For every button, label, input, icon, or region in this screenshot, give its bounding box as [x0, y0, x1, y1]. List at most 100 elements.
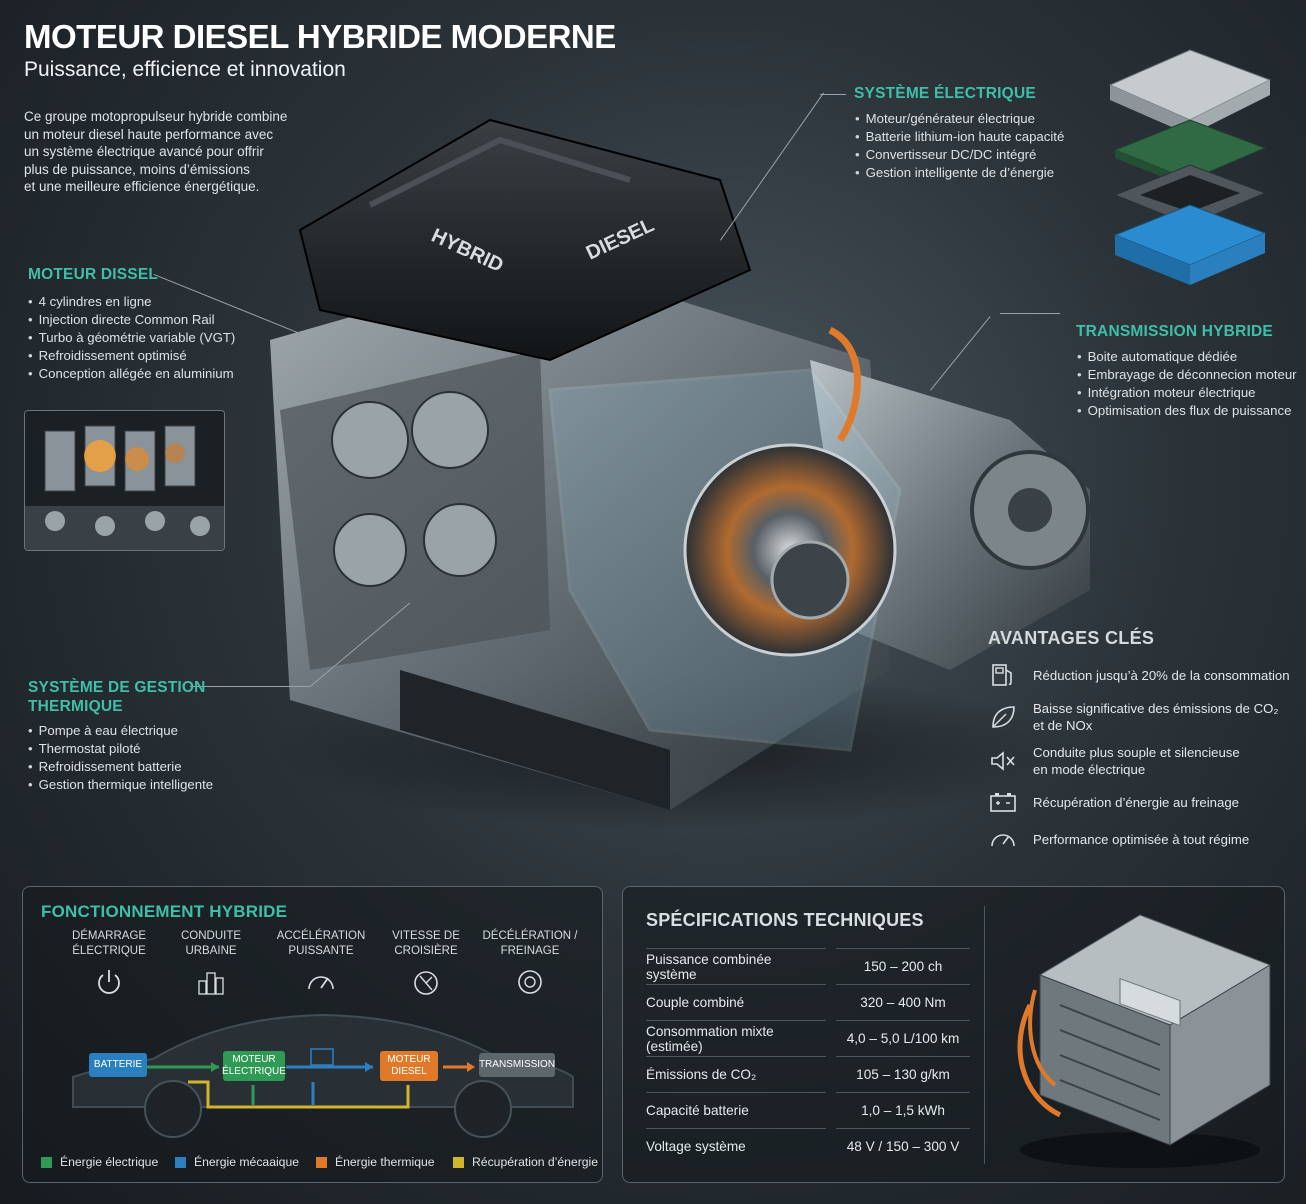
pistons-inset-image [24, 410, 225, 551]
hybrid-operation-title: FONCTIONNEMENT HYBRIDE [41, 902, 288, 921]
intro-line: un système électrique avancé pour offrir [24, 144, 264, 159]
advantage-text: Réduction jusqu’à 20% de la consommation [1033, 667, 1290, 683]
brake-icon [518, 970, 542, 994]
list-item: Conception allégée en aluminium [28, 365, 235, 383]
legend-thermal: Énergie thermique [316, 1155, 435, 1169]
list-item: Refroidissement batterie [28, 758, 213, 776]
legend-label: Énergie mécaaique [194, 1155, 300, 1169]
advantage-text: Baisse significative des émissions de CO… [1033, 701, 1279, 716]
list-item: Injection directe Common Rail [28, 311, 235, 329]
energy-flow-arrows [147, 1048, 475, 1109]
list-item: Refroidissement optimisé [28, 347, 235, 365]
engine-cover [298, 118, 752, 362]
list-item: Boite automatique dédiée [1077, 348, 1297, 366]
car-silhouette [72, 1013, 574, 1138]
advantage-item: Conduite plus souple et silencieuse en mo… [988, 744, 1298, 778]
mode-label: URBAINE [185, 945, 237, 957]
leader-line-electric [820, 94, 846, 95]
advantage-text: Conduite plus souple et silencieuse [1033, 745, 1240, 760]
list-item: Gestion thermique intelligente [28, 776, 213, 794]
advantages-title: AVANTAGES CLÉS [988, 628, 1155, 648]
flow-label: MOTEUR [232, 1054, 276, 1065]
flow-transmission: TRANSMISSION [479, 1053, 555, 1077]
intro-text: Ce groupe motopropulseur hybride combine… [24, 108, 294, 196]
list-item: Thermostat piloté [28, 740, 213, 758]
diesel-feature-list: 4 cylindres en ligne Injection directe C… [28, 293, 236, 383]
spec-value: 4,0 – 5,0 L/100 km [836, 1020, 970, 1056]
legend-swatch [453, 1156, 464, 1168]
mode-label: DÉMARRAGE [71, 930, 147, 942]
speaker-mute-icon [991, 751, 1015, 771]
advantage-text: et de NOx [1033, 718, 1093, 733]
mode-label: PUISSANTE [288, 945, 354, 957]
transmission-hub [1008, 488, 1052, 532]
spec-label: Émissions de CO₂ [646, 1056, 826, 1092]
battery-cells [1113, 204, 1267, 285]
motor-shaft [770, 540, 850, 620]
legend-electric: Énergie électrique [41, 1155, 158, 1169]
legend-swatch [316, 1156, 327, 1168]
list-item: Convertisseur DC/DC intégré [855, 146, 1064, 164]
legend-label: Énergie thermique [335, 1155, 435, 1169]
intro-line: un moteur diesel haute performance avec [24, 126, 274, 142]
spec-value: 150 – 200 ch [836, 948, 970, 984]
page-title: MOTEUR DIESEL HYBRIDE MODERNE [24, 18, 616, 55]
legend-recovery: Récupération d’énergie [453, 1155, 598, 1169]
thermal-feature-list: Pompe à eau électrique Thermostat piloté… [28, 722, 213, 794]
oil-pan [400, 670, 670, 810]
list-item: Gestion intelligente de d’énergie [855, 164, 1064, 182]
legend-label: Énergie électrique [60, 1155, 159, 1169]
leaf-icon [992, 706, 1015, 728]
flow-label: MOTEUR [387, 1054, 431, 1065]
battery-pack-exploded-illustration [1108, 49, 1272, 285]
spec-value: 1,0 – 1,5 kWh [836, 1092, 970, 1128]
cylinder-detail [331, 391, 497, 587]
spec-label: Couple combiné [646, 984, 826, 1020]
transmission-feature-list: Boite automatique dédiée Embrayage de dé… [1077, 348, 1297, 420]
flow-label: ÉLECTRIQUE [222, 1066, 286, 1077]
legend-swatch [175, 1156, 186, 1168]
mode-label: DÉCÉLÉRATION / [482, 930, 578, 942]
list-item: Turbo à géométrie variable (VGT) [28, 329, 236, 347]
mode-label: ACCÉLÉRATION [276, 930, 366, 942]
diesel-section-title: MOTEUR DISSEL [28, 266, 159, 283]
list-item: Optimisation des flux de puissance [1077, 402, 1297, 420]
power-electronics-unit-illustration [1017, 914, 1272, 1168]
spec-value: 48 V / 150 – 300 V [836, 1128, 970, 1164]
flow-battery: BATTERIE [89, 1053, 147, 1077]
hv-cable [828, 326, 861, 442]
list-item: 4 cylindres en ligne [28, 293, 235, 311]
intro-line: plus de puissance, moins d’émissions [24, 161, 250, 177]
advantage-text: en mode électrique [1033, 762, 1146, 777]
thermal-section-title: SYSTÈME DE GESTION THERMIQUE [28, 678, 206, 716]
power-icon [98, 970, 120, 994]
fuel-pump-icon [992, 664, 1012, 686]
city-icon [198, 972, 224, 995]
pistons-illustration [25, 411, 224, 550]
intro-line: et une meilleure efficience énergétique. [24, 179, 260, 194]
intro-line: Ce groupe motopropulseur hybride combine [24, 109, 288, 124]
hybrid-engine-illustration: HYBRID DIESEL [270, 118, 1090, 830]
cover-ridge [368, 136, 631, 208]
legend-mechanical: Énergie mécaaique [175, 1155, 299, 1169]
mode-label: CROISIÈRE [394, 945, 458, 957]
mode-label: CONDUITE [180, 930, 242, 942]
list-item: Pompe à eau électrique [28, 722, 213, 740]
spec-label: Consommation mixte (estimée) [646, 1020, 826, 1056]
panel-divider [984, 906, 985, 1164]
advantage-item: Récupération d’énergie au freinage [988, 787, 1298, 817]
mode-cruise: VITESSE DE CROISIÈRE [371, 929, 481, 959]
flow-label: DIESEL [391, 1066, 427, 1077]
list-item: Embrayage de déconnecion moteur [1077, 366, 1297, 384]
mode-label: VITESSE DE [392, 930, 460, 942]
speedometer-icon [308, 976, 334, 990]
